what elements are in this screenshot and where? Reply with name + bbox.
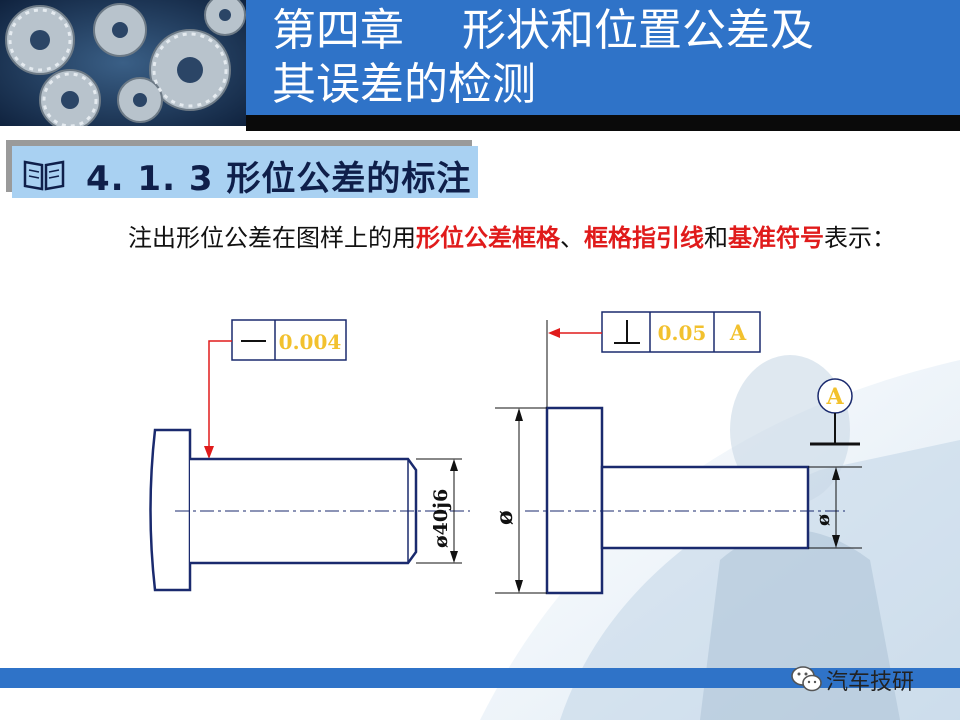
highlight-tolerance-frame: 形位公差框格: [416, 223, 560, 252]
perpendicularity-symbol-icon: [614, 320, 640, 344]
left-leader-arrow: [204, 446, 214, 459]
section-heading: 4. 1. 3 形位公差的标注: [86, 159, 472, 199]
para-text-1: 注出形位公差在图样上的用: [128, 224, 416, 252]
book-icon: [23, 160, 65, 191]
para-text-4: 表示：: [824, 224, 896, 252]
section-box: [12, 146, 478, 198]
footer-brand: 汽车技研: [826, 670, 915, 695]
datum-letter: A: [825, 384, 844, 410]
right-leader-arrow: [548, 328, 560, 338]
right-part-shaft: [600, 465, 810, 550]
right-tolerance-value: 0.05: [658, 321, 707, 345]
title-line-1: 第四章 形状和位置公差及: [272, 5, 814, 56]
left-tolerance-value: 0.004: [279, 330, 342, 354]
title-line-2: 其误差的检测: [272, 59, 536, 110]
highlight-leader-line: 框格指引线: [584, 223, 704, 252]
title-underbar: [246, 115, 960, 131]
highlight-datum-symbol: 基准符号: [728, 223, 824, 252]
right-datum-reference: A: [729, 320, 747, 345]
footer-stripe: [0, 668, 960, 688]
para-text-2: 、: [560, 224, 584, 252]
left-part-head: [149, 428, 192, 592]
right-drawing: 0.05 A ø ø A: [492, 311, 862, 595]
right-diameter-small: ø: [813, 514, 834, 526]
page-title: 第四章 形状和位置公差及 其误差的检测: [272, 4, 952, 112]
intro-paragraph: 注出形位公差在图样上的用形位公差框格、框格指引线和基准符号表示：: [128, 220, 898, 256]
left-drawing: 0.004 ø40j6: [149, 319, 470, 592]
gears-image: [0, 0, 246, 126]
right-diameter-large: ø: [492, 510, 518, 525]
datum-symbol: A: [810, 378, 860, 446]
right-tolerance-frame: [601, 311, 761, 353]
para-text-3: 和: [704, 224, 728, 252]
left-diameter-label: ø40j6: [430, 489, 452, 548]
right-part-flange: [545, 406, 604, 595]
wechat-icon: [791, 666, 822, 692]
gears-photo: [0, 0, 246, 126]
left-leader-line: [208, 340, 232, 446]
title-band: [246, 0, 960, 115]
